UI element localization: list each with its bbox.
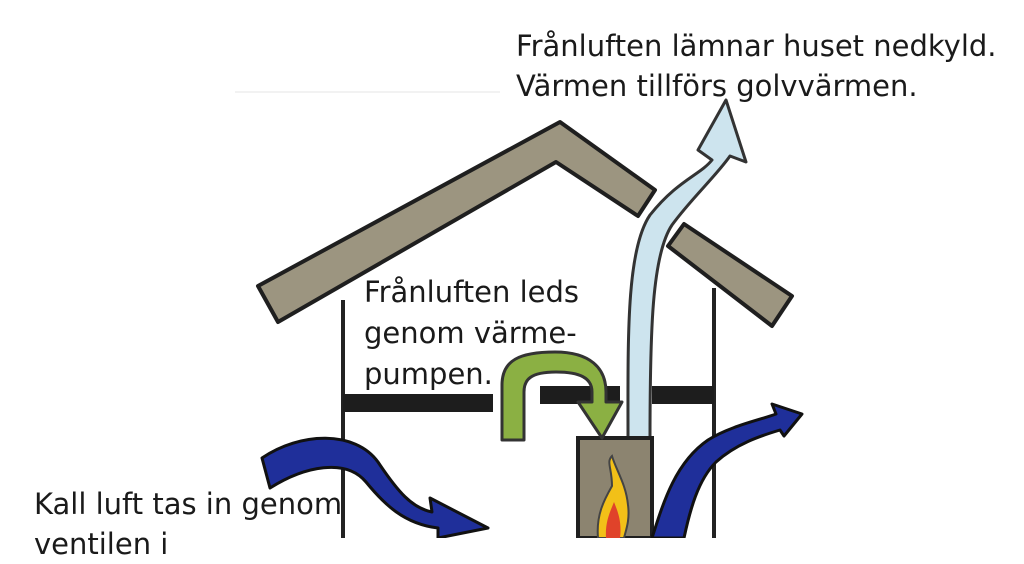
- heat-pump-line-3: pumpen.: [364, 357, 493, 391]
- heat-pump-arrow: [500, 350, 624, 442]
- heat-pump-caption: Frånluften leds genom värme- pumpen.: [364, 272, 579, 395]
- exhaust-leaves-caption: Frånluften lämnar huset nedkyld. Värmen …: [516, 26, 997, 106]
- exhaust-air-arrow: [626, 98, 748, 442]
- floor-beam-far-right: [652, 386, 714, 404]
- cold-air-arrow-right: [650, 402, 804, 538]
- heat-pump-line-1: Frånluften leds: [364, 275, 580, 309]
- roof-icon: [256, 120, 794, 328]
- roof-left: [256, 120, 657, 324]
- exhaust-leaves-line-1: Frånluften lämnar huset nedkyld.: [516, 29, 997, 63]
- cold-air-arrow-in: [260, 436, 490, 538]
- exhaust-leaves-line-2: Värmen tillförs golvvärmen.: [516, 69, 918, 103]
- flame-outer: [596, 454, 630, 538]
- flame-inner: [605, 502, 621, 538]
- heat-pump-line-2: genom värme-: [364, 316, 577, 350]
- cold-air-line-2: ventilen i: [34, 527, 169, 561]
- roof-right: [666, 222, 794, 328]
- floor-beam-left: [343, 394, 493, 412]
- flame-icon: [596, 454, 630, 538]
- cold-air-caption: Kall luft tas in genom ventilen i: [34, 484, 342, 564]
- heat-pump-diagram: [235, 91, 804, 538]
- cold-air-line-1: Kall luft tas in genom: [34, 487, 343, 521]
